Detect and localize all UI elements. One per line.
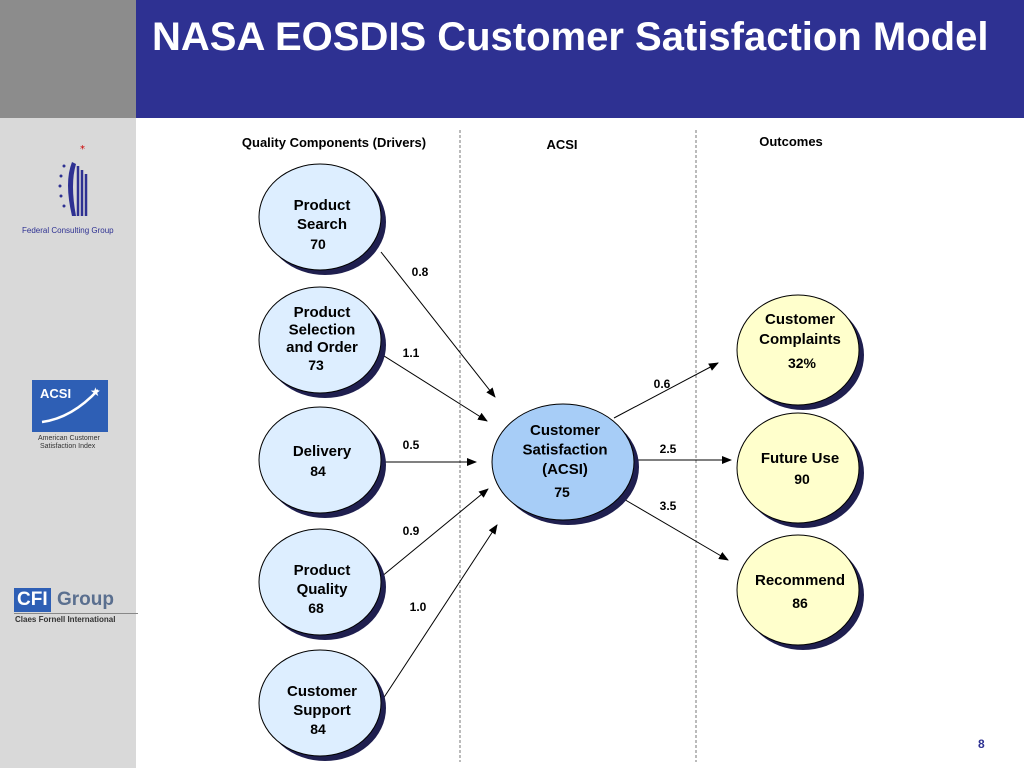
title-bar	[136, 0, 1024, 118]
outcome-node-2: Future Use 90	[736, 412, 864, 528]
acsi-swoosh-icon: ★	[41, 385, 101, 424]
driver-arrow-4	[380, 488, 489, 578]
cfi-logo-rule	[14, 613, 138, 614]
outcome-node-1-label: Customer	[765, 311, 835, 328]
driver-weight-2: 1.1	[403, 346, 420, 360]
driver-arrow-5	[380, 524, 498, 703]
driver-node-4-score: 68	[308, 600, 324, 616]
cfi-logo-subtitle: Claes Fornell International	[15, 615, 116, 624]
driver-node-2-shape	[258, 286, 382, 394]
acsi-center-node-score: 75	[554, 484, 570, 500]
driver-node-3-score: 84	[310, 463, 326, 479]
driver-node-3: Delivery 84	[258, 406, 386, 518]
outcome-node-3-score: 86	[792, 595, 808, 611]
outcome-node-3-shape	[736, 534, 860, 646]
driver-node-4-label: Product	[294, 562, 351, 579]
fcg-emblem-icon: *	[58, 144, 88, 216]
driver-node-5-label: Support	[293, 702, 351, 719]
slide-title: NASA EOSDIS Customer Satisfaction Model	[152, 15, 989, 59]
outcome-node-3-label: Recommend	[755, 572, 845, 589]
driver-weight-4: 0.9	[403, 524, 420, 538]
driver-node-1-label: Product	[294, 197, 351, 214]
column-heading-outcomes: Outcomes	[759, 134, 823, 149]
driver-node-1-score: 70	[310, 236, 326, 252]
driver-weight-5: 1.0	[410, 600, 427, 614]
acsi-logo-caption-2: Satisfaction Index	[40, 443, 96, 450]
outcome-node-2-label: Future Use	[761, 450, 839, 467]
outcome-node-2-shape	[736, 412, 860, 524]
acsi-logo-caption-1: American Customer	[38, 435, 100, 442]
driver-weight-3: 0.5	[403, 438, 420, 452]
column-heading-drivers: Quality Components (Drivers)	[242, 135, 426, 150]
driver-weight-1: 0.8	[412, 265, 429, 279]
driver-node-1-shape	[258, 163, 382, 271]
page-number: 8	[978, 737, 985, 751]
driver-node-2-label: Product	[294, 304, 351, 321]
outcome-node-1-label: Complaints	[759, 331, 841, 348]
driver-arrow-2	[380, 353, 488, 422]
outcome-node-2-score: 90	[794, 471, 810, 487]
outcome-weight-2: 2.5	[660, 442, 677, 456]
acsi-logo-text: ACSI	[40, 386, 72, 401]
acsi-center-node-label: Customer	[530, 422, 600, 439]
acsi-center-node-label: (ACSI)	[542, 461, 588, 478]
driver-node-3-shape	[258, 406, 382, 514]
outcome-arrow-1	[613, 362, 719, 419]
driver-arrow-1	[380, 251, 496, 398]
driver-node-5-score: 84	[310, 721, 326, 737]
cfi-group-logo: CFI Group Claes Fornell International	[14, 588, 138, 628]
column-heading-acsi: ACSI	[546, 137, 577, 152]
outcome-node-1-shape	[736, 294, 860, 406]
svg-text:★: ★	[90, 385, 101, 399]
acsi-center-node-label: Satisfaction	[522, 442, 607, 459]
driver-node-3-label: Delivery	[293, 443, 352, 460]
outcome-node-3: Recommend 86	[736, 534, 864, 650]
cfi-logo-box: CFI	[14, 588, 51, 612]
fcg-logo-caption: Federal Consulting Group	[22, 226, 114, 235]
svg-text:*: *	[80, 144, 85, 155]
outcome-arrow-3	[621, 497, 729, 561]
sidebar-corner-block	[0, 0, 136, 118]
driver-node-5-label: Customer	[287, 683, 357, 700]
acsi-logo: ACSI ★	[32, 380, 108, 432]
fcg-logo: *	[50, 142, 100, 222]
driver-node-5-shape	[258, 649, 382, 757]
cfi-logo-group-text: Group	[57, 589, 114, 610]
outcome-node-1-score: 32%	[788, 355, 817, 371]
driver-node-4-shape	[258, 528, 382, 636]
driver-node-2-score: 73	[308, 357, 324, 373]
driver-node-2-label: and Order	[286, 339, 358, 356]
driver-node-1-label: Search	[297, 216, 347, 233]
acsi-center-node-shape	[491, 403, 635, 521]
outcome-weight-3: 3.5	[660, 499, 677, 513]
driver-node-4-label: Quality	[297, 581, 349, 598]
driver-node-2-label: Selection	[289, 322, 356, 339]
outcome-weight-1: 0.6	[654, 377, 671, 391]
